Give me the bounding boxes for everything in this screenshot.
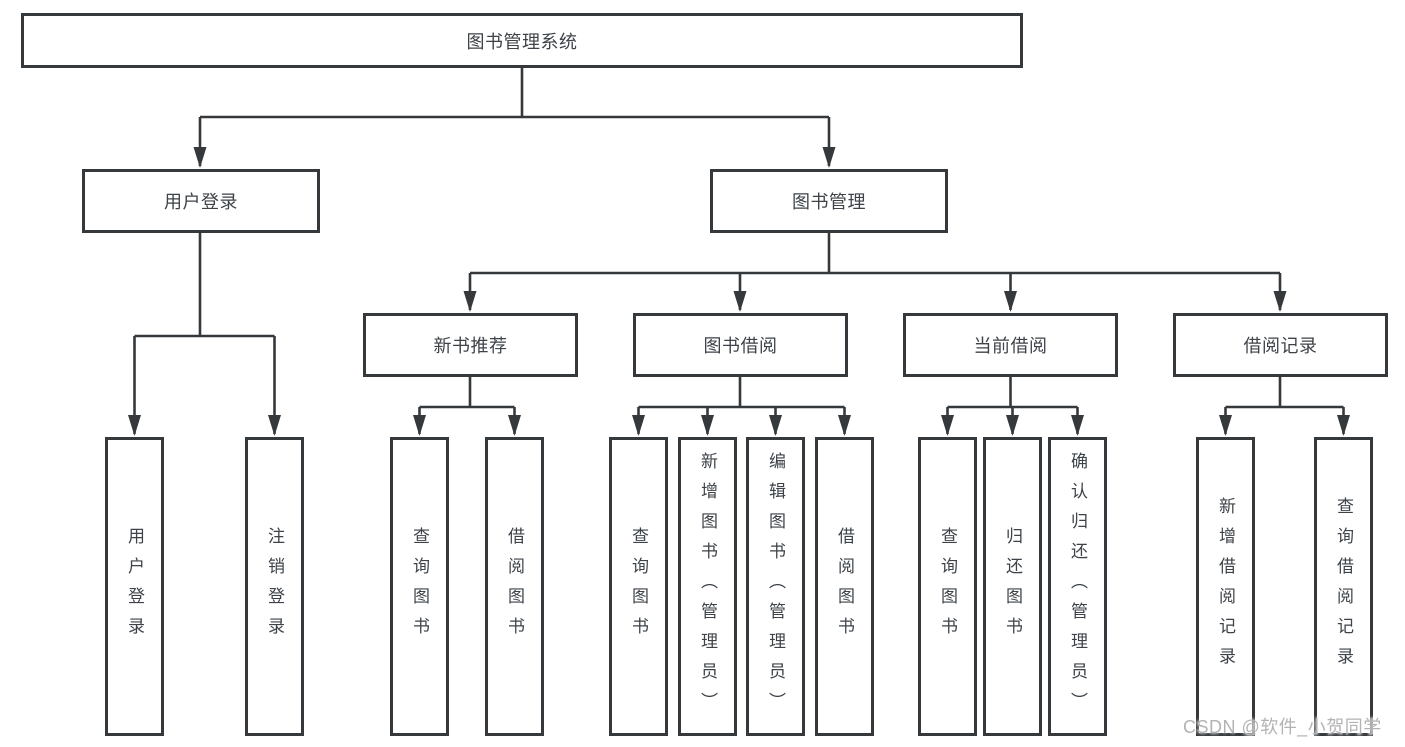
node-book-management: 图书管理	[710, 169, 948, 233]
leaf-edit-book-admin: 编辑图书（管理员）	[746, 437, 805, 736]
leaf-add-book-admin: 新增图书（管理员）	[678, 437, 737, 736]
leaf-logout: 注销登录	[245, 437, 304, 736]
leaf-borrow-books-recommend-label: 借阅图书	[505, 526, 524, 647]
connector-segments	[133, 67, 1345, 434]
node-user-login-label: 用户登录	[164, 192, 238, 212]
leaf-query-books-borrowing-label: 查询图书	[629, 526, 648, 647]
leaf-user-login: 用户登录	[105, 437, 164, 736]
node-book-management-label: 图书管理	[792, 192, 866, 212]
node-new-book-recommendation-label: 新书推荐	[433, 336, 508, 356]
leaf-logout-label: 注销登录	[265, 526, 284, 647]
leaf-confirm-return-admin-label: 确认归还（管理员）	[1068, 451, 1087, 722]
leaf-query-borrow-record: 查询借阅记录	[1314, 437, 1373, 736]
node-new-book-recommendation: 新书推荐	[363, 313, 578, 377]
leaf-return-books-label: 归还图书	[1003, 526, 1022, 647]
node-root-label: 图书管理系统	[466, 31, 578, 52]
csdn-watermark: CSDN @软件_小贺同学	[1183, 717, 1382, 737]
node-root: 图书管理系统	[21, 13, 1023, 68]
node-current-borrowing-label: 当前借阅	[973, 336, 1048, 356]
leaf-return-books: 归还图书	[983, 437, 1042, 736]
leaf-query-books-recommend-label: 查询图书	[410, 526, 429, 647]
leaf-add-borrow-record-label: 新增借阅记录	[1216, 496, 1235, 677]
leaf-query-books-current-label: 查询图书	[938, 526, 957, 647]
node-borrowing-records: 借阅记录	[1173, 313, 1388, 377]
leaf-query-books-borrowing: 查询图书	[609, 437, 668, 736]
leaf-query-books-recommend: 查询图书	[390, 437, 449, 736]
leaf-edit-book-admin-label: 编辑图书（管理员）	[766, 451, 785, 722]
leaf-query-borrow-record-label: 查询借阅记录	[1334, 496, 1353, 677]
leaf-borrow-books-borrowing-label: 借阅图书	[835, 526, 854, 647]
node-book-borrowing: 图书借阅	[633, 313, 848, 377]
node-book-borrowing-label: 图书借阅	[703, 336, 778, 356]
leaf-add-book-admin-label: 新增图书（管理员）	[698, 451, 717, 722]
node-user-login: 用户登录	[82, 169, 320, 233]
leaf-confirm-return-admin: 确认归还（管理员）	[1048, 437, 1107, 736]
leaf-borrow-books-borrowing: 借阅图书	[815, 437, 874, 736]
node-current-borrowing: 当前借阅	[903, 313, 1118, 377]
leaf-user-login-label: 用户登录	[125, 526, 144, 647]
leaf-query-books-current: 查询图书	[918, 437, 977, 736]
connector-arrowheads	[128, 147, 1350, 436]
leaf-add-borrow-record: 新增借阅记录	[1196, 437, 1255, 736]
leaf-borrow-books-recommend: 借阅图书	[485, 437, 544, 736]
node-borrowing-records-label: 借阅记录	[1243, 336, 1318, 356]
